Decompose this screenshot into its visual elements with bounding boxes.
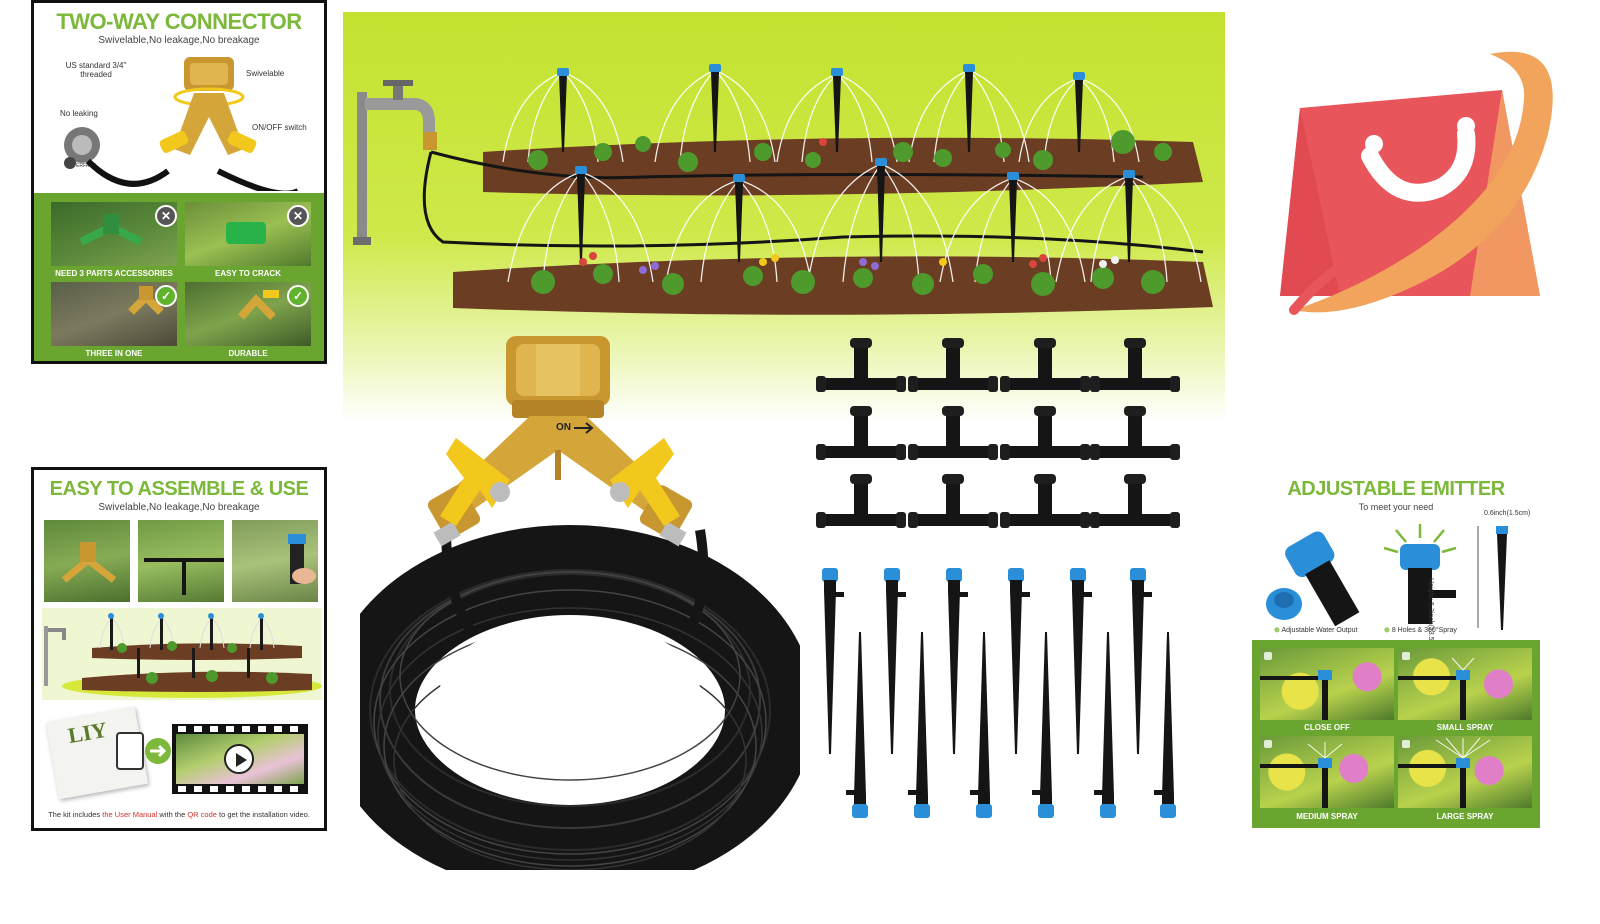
- switch-callout: ON/OFF switch: [252, 123, 307, 132]
- connector-card-subtitle: Swivelable,No leakage,No breakage: [98, 35, 260, 46]
- play-icon[interactable]: [224, 744, 254, 774]
- check-icon: ✓: [287, 285, 309, 307]
- spray-tiles-art: [1260, 652, 1491, 808]
- emitter-closeup-art: [1266, 524, 1508, 630]
- garden-irrigation-scene: [353, 64, 1213, 315]
- assemble-photos-art: [61, 534, 316, 595]
- thread-callout: US standard 3/4" threaded: [65, 61, 127, 79]
- shopping-bag-logo: [1280, 51, 1553, 315]
- hose-and-valve: [360, 336, 800, 870]
- swivel-callout: Swivelable: [246, 69, 285, 78]
- two-way-connector-card: TWO-WAY CONNECTOR Swivelable,No leakage,…: [31, 0, 327, 364]
- emitter-stakes: [822, 568, 1176, 818]
- assemble-card-subtitle: Swivelable,No leakage,No breakage: [98, 502, 260, 513]
- small-connector-illustration: [64, 57, 298, 191]
- spray-caption: LARGE SPRAY: [1436, 812, 1494, 821]
- feature-output-label: ⊕ Adjustable Water Output: [1274, 626, 1357, 634]
- feature-output-text: Adjustable Water Output: [1281, 627, 1358, 634]
- emitter-width-label: 0.6inch(1.5cm): [1484, 510, 1531, 517]
- feature-holes-label: ⊕ 8 Holes & 360°Spray: [1384, 626, 1457, 634]
- plus-icon: ⊕: [1384, 627, 1390, 634]
- tile-caption: EASY TO CRACK: [215, 269, 281, 278]
- check-icon: ✓: [155, 285, 177, 307]
- spray-caption: CLOSE OFF: [1304, 723, 1350, 732]
- footer-text-1: The kit includes: [48, 810, 103, 819]
- adjustable-emitter-card: ADJUSTABLE EMITTER To meet your need 0.6…: [1250, 472, 1542, 830]
- x-icon: ✕: [287, 205, 309, 227]
- tile-caption: NEED 3 PARTS ACCESSORIES: [55, 269, 173, 278]
- feature-holes-text: 8 Holes & 360°Spray: [1391, 627, 1457, 634]
- film-holes: [178, 726, 298, 792]
- tile-caption: DURABLE: [228, 349, 268, 358]
- emitter-card-title: ADJUSTABLE EMITTER: [1287, 478, 1505, 500]
- valve-on-label: ON: [556, 422, 571, 433]
- leak-callout: No leaking: [60, 109, 98, 118]
- phone-qr-icon: [116, 732, 144, 770]
- tile-caption: THREE IN ONE: [85, 349, 143, 358]
- footer-text-3: to get the installation video.: [216, 810, 310, 819]
- footer-qr-code: QR code: [187, 810, 217, 819]
- footer-user-manual: the User Manual: [102, 810, 158, 819]
- emitter-card-subtitle: To meet your need: [1358, 502, 1434, 512]
- assemble-card: EASY TO ASSEMBLE & USE Swivelable,No lea…: [31, 467, 327, 831]
- assemble-footer-text: The kit includes the User Manual with th…: [34, 810, 324, 819]
- plus-icon: ⊕: [1274, 627, 1280, 634]
- spray-caption: SMALL SPRAY: [1436, 723, 1494, 732]
- tee-connectors-grid: [816, 338, 1180, 528]
- x-icon: ✕: [155, 205, 177, 227]
- mini-garden-scene: [42, 608, 322, 700]
- arrow-right-icon: [145, 738, 171, 764]
- footer-text-2: with the: [157, 810, 188, 819]
- connector-card-title: TWO-WAY CONNECTOR: [56, 9, 302, 34]
- assemble-card-title: EASY TO ASSEMBLE & USE: [49, 478, 309, 500]
- tile-connectors-art: [79, 214, 279, 320]
- spray-caption: MEDIUM SPRAY: [1296, 812, 1358, 821]
